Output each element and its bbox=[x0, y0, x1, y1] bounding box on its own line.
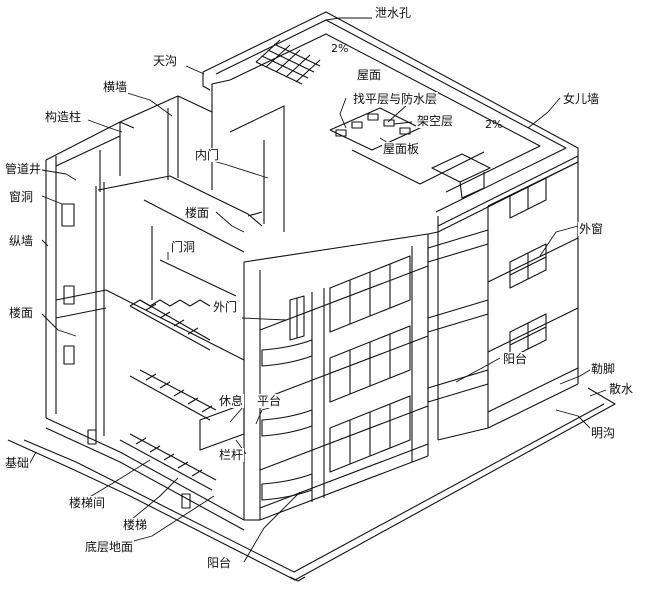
label-overhead-layer: 架空层 bbox=[416, 114, 455, 128]
label-roof-surface: 屋面 bbox=[357, 68, 382, 82]
label-floor-slab-upper: 楼面 bbox=[184, 206, 211, 220]
label-window-opening: 窗洞 bbox=[8, 190, 35, 204]
upper-roof bbox=[202, 11, 579, 233]
label-drain-hole: 泄水孔 bbox=[374, 6, 413, 20]
curved-balconies bbox=[427, 229, 489, 403]
label-slope-lower: 2% bbox=[485, 118, 503, 131]
label-platform: 平台 bbox=[256, 394, 283, 408]
label-pipe-shaft: 管道井 bbox=[4, 162, 43, 176]
main-front-block bbox=[243, 231, 439, 521]
label-balcony-right: 阳台 bbox=[502, 352, 529, 366]
label-gutter: 天沟 bbox=[152, 54, 179, 68]
stair-section bbox=[45, 79, 285, 531]
ground-lines bbox=[7, 387, 616, 582]
label-slope-upper: 2% bbox=[331, 42, 349, 55]
label-stairwell: 楼梯间 bbox=[68, 496, 107, 510]
front-windows bbox=[329, 255, 411, 473]
label-landing: 休息 bbox=[218, 394, 245, 408]
label-cross-wall: 横墙 bbox=[102, 80, 129, 94]
label-roof-slab: 屋面板 bbox=[382, 142, 421, 156]
east-windows bbox=[509, 177, 547, 359]
overhead-blocks bbox=[329, 107, 421, 151]
label-door-opening: 门洞 bbox=[170, 240, 197, 254]
label-inner-door: 内门 bbox=[194, 148, 221, 162]
front-balconies bbox=[261, 339, 313, 501]
label-foundation: 基础 bbox=[4, 456, 31, 470]
stair-flight-lower bbox=[119, 433, 217, 491]
stair-flight-middle bbox=[129, 369, 217, 421]
label-floor-slab-left: 楼面 bbox=[8, 306, 35, 320]
label-stairs: 楼梯 bbox=[122, 518, 149, 532]
label-parapet: 女儿墙 bbox=[562, 92, 601, 106]
label-apron: 散水 bbox=[608, 382, 635, 396]
east-wing bbox=[431, 153, 579, 441]
leader-lines bbox=[3, 17, 607, 563]
label-ground-floor: 底层地面 bbox=[84, 540, 135, 554]
label-structural-column: 构造柱 bbox=[44, 110, 83, 124]
label-railing: 栏杆 bbox=[218, 448, 245, 462]
label-balcony-bottom: 阳台 bbox=[206, 556, 233, 570]
label-open-ditch: 明沟 bbox=[590, 426, 617, 440]
label-exterior-door: 外门 bbox=[212, 300, 239, 314]
label-longitudinal-wall: 纵墙 bbox=[8, 234, 35, 248]
label-exterior-window: 外窗 bbox=[578, 222, 605, 236]
label-plinth: 勒脚 bbox=[590, 362, 617, 376]
stair-flight-upper bbox=[129, 299, 211, 351]
label-leveling-waterproof: 找平层与防水层 bbox=[352, 92, 439, 106]
roof-mesh bbox=[255, 39, 321, 85]
